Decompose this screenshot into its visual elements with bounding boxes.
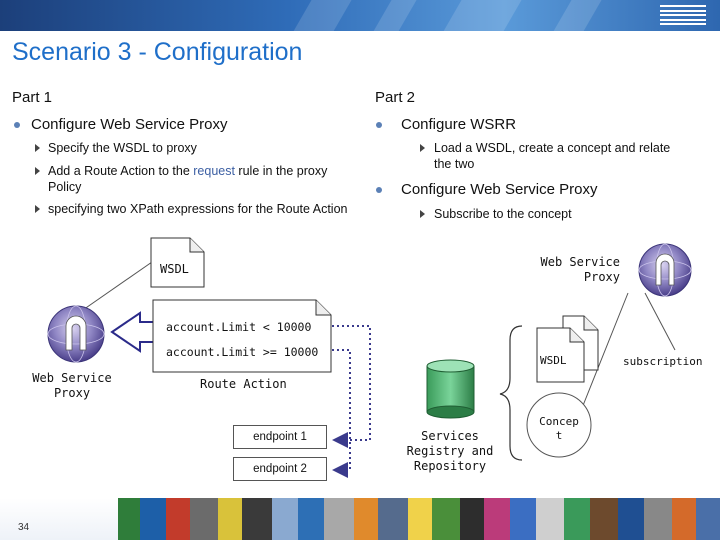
wsdl-right-label: WSDL [540,354,567,367]
page-title: Scenario 3 - Configuration [12,38,303,66]
connector-line [79,261,153,313]
part2-bullet-1: Configure WSRR [401,116,517,133]
arrow-icon [420,210,425,218]
part2-bullet-2: Configure Web Service Proxy [401,181,598,198]
route-connector-2 [332,349,351,478]
web-service-proxy-left-icon [47,305,105,363]
ibm-logo: IBM [660,5,706,25]
arrow-icon [420,144,425,152]
route-action-note [152,299,332,373]
part2-heading: Part 2 [375,89,416,106]
header-bar: IBM [0,0,720,31]
page-number: 34 [18,522,30,533]
bullet-dot [376,187,382,193]
arrow-icon [35,205,40,213]
arrow-icon [35,167,40,175]
concept-circle [526,392,592,458]
bullet-dot [14,122,20,128]
part2-sub-1: Load a WSDL, create a concept and relate… [434,141,671,171]
part2-sub-2: Subscribe to the concept [434,207,572,221]
part1-sub-2: Add a Route Action to the request rule i… [48,164,328,194]
part1-sub-1: Specify the WSDL to proxy [48,141,197,155]
endpoint-2: endpoint 2 [233,457,327,481]
registry-database-icon [426,359,475,419]
wsdl-left-label: WSDL [160,262,189,276]
route-connector-1 [332,325,371,448]
part1-bullet: Configure Web Service Proxy [31,116,228,133]
route-action-label: Route Action [200,377,287,391]
xpath-expression-1: account.Limit < 10000 [166,320,312,334]
footer-strip: 34 [0,498,720,540]
subscription-label: subscription [623,355,703,368]
arrow-icon [35,144,40,152]
bullet-dot [376,122,382,128]
web-service-proxy-right-icon [638,243,692,297]
endpoint-1: endpoint 1 [233,425,327,449]
brace-icon [499,325,523,461]
connector-line [644,292,676,351]
connector-line [581,292,629,409]
part1-heading: Part 1 [12,89,53,106]
part1-sub-3: specifying two XPath expressions for the… [48,202,348,216]
xpath-expression-2: account.Limit >= 10000 [166,345,319,359]
